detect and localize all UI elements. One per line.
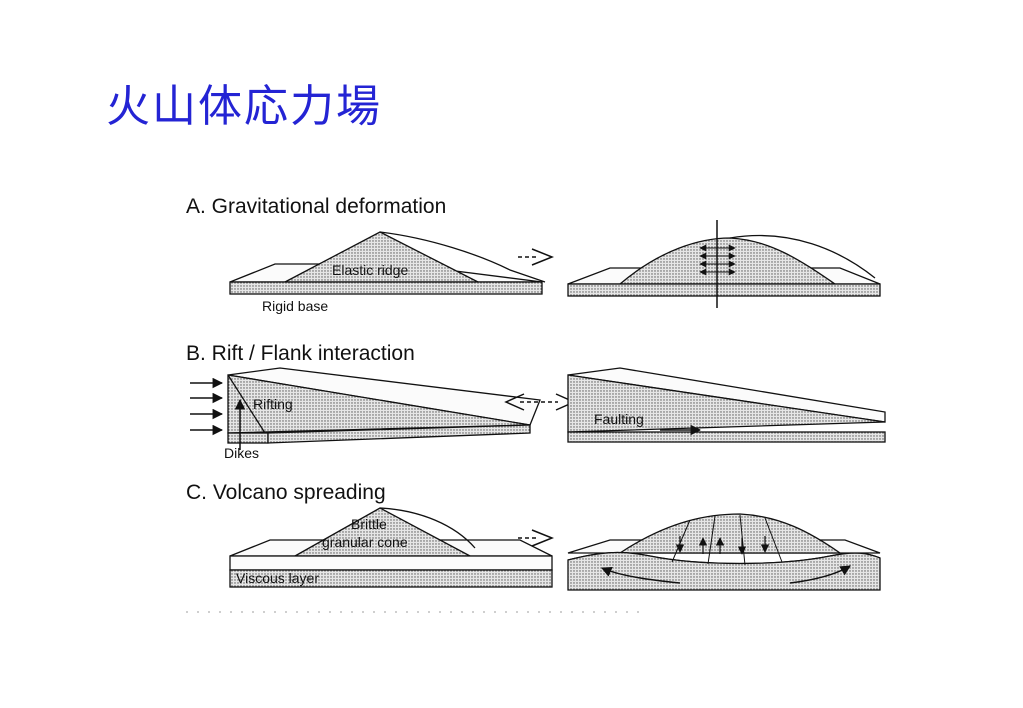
panel-c-cone-back: [379, 507, 476, 549]
panel-b-right-base: [567, 431, 886, 443]
panel-b: B. Rift / Flank interaction Rifting Dike…: [186, 342, 886, 461]
panel-c: C. Volcano spreading Brittle granular co…: [186, 481, 881, 613]
panel-c-flow-arrows: [601, 565, 851, 584]
panel-b-left-base-slope: [267, 424, 531, 444]
panel-a-right-block: [567, 220, 881, 308]
panel-c-vertical-arrows: [675, 536, 770, 555]
panel-a-transition-arrow: [518, 248, 555, 266]
panel-a-ridge-back: [379, 231, 546, 283]
viscous-layer-label: Viscous layer: [236, 570, 319, 586]
rift-plane: [227, 374, 266, 434]
panel-c-transition-arrow: [518, 529, 555, 547]
faulting-label: Faulting: [594, 411, 644, 427]
panel-c-right-block: [567, 513, 881, 591]
cone-label-line2: granular cone: [322, 534, 408, 550]
panel-a-dome-back: [729, 234, 876, 279]
viscous-layer-shape: [229, 569, 553, 588]
rifting-label: Rifting: [253, 396, 293, 412]
panel-c-viscous-deformed: [567, 551, 881, 591]
spreading-dome-shape: [617, 513, 843, 554]
panel-b-left-block: Rifting Dikes: [224, 367, 541, 461]
rigid-base-shape: [229, 281, 543, 295]
rigid-base-label: Rigid base: [262, 298, 328, 314]
dikes-label: Dikes: [224, 445, 259, 461]
slide-title: 火山体応力場: [106, 81, 382, 132]
flank-wedge-shape: [567, 374, 886, 433]
panel-a: A. Gravitational deformation Elastic rid…: [186, 195, 881, 314]
panel-c-left-upper-layer: [229, 555, 553, 571]
panel-c-left-block: Brittle granular cone Viscous layer: [229, 507, 553, 588]
panel-a-right-base: [567, 283, 881, 297]
panel-a-heading: A. Gravitational deformation: [186, 195, 446, 218]
panel-a-stress-arrows: [699, 244, 736, 276]
panel-c-heading: C. Volcano spreading: [186, 481, 386, 504]
panel-b-heading: B. Rift / Flank interaction: [186, 342, 415, 365]
panel-b-right-block: Faulting: [567, 367, 886, 443]
panel-b-push-arrows: [190, 377, 224, 436]
panel-a-left-block: Elastic ridge Rigid base: [229, 231, 546, 314]
cone-label-line1: Brittle: [351, 516, 387, 532]
panel-b-left-base: [227, 432, 269, 444]
elastic-ridge-label: Elastic ridge: [332, 262, 408, 278]
gravitational-dome-shape: [618, 237, 838, 285]
